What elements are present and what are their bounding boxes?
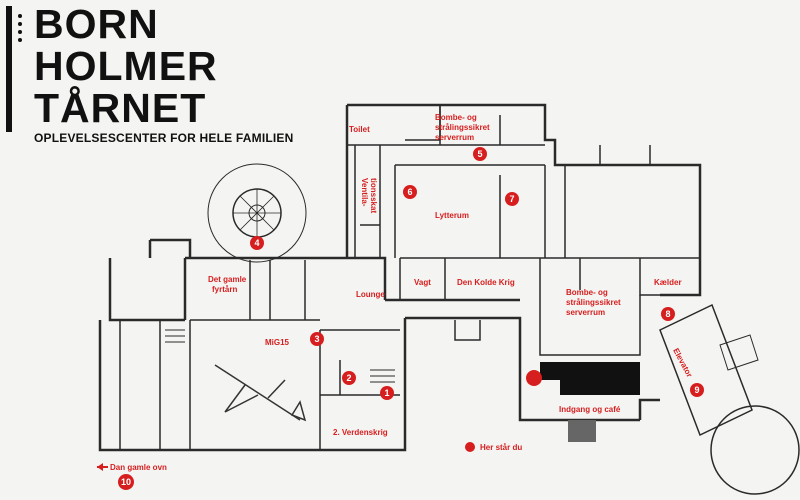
- marker-1[interactable]: 1: [380, 386, 394, 400]
- brand-bar: [6, 6, 12, 132]
- tower-ring: [710, 405, 800, 495]
- brand-dot: [18, 22, 22, 26]
- room-label-old-lighthouse-1: Det gamle: [208, 275, 247, 284]
- old-oven-label: Dan gamle ovn: [110, 463, 167, 472]
- brand-title-line-1: BORN: [34, 1, 159, 47]
- room-label-lounge: Lounge: [356, 290, 385, 299]
- entrance-wall: [540, 362, 640, 395]
- marker-6[interactable]: 6: [403, 185, 417, 199]
- you-are-here-marker: [465, 442, 475, 452]
- entrance-marker: [526, 370, 542, 386]
- marker-3[interactable]: 3: [310, 332, 324, 346]
- lighthouse-outer-ring: [207, 163, 307, 263]
- room-label-ventilation-1: Ventila-: [360, 178, 369, 207]
- brand-title-line-2: HOLMER: [34, 43, 218, 89]
- room-label-shelter-top-3: serverrum: [435, 133, 474, 142]
- interior-walls: [119, 105, 700, 450]
- room-label-old-lighthouse-2: fyrtårn: [212, 285, 237, 294]
- you-are-here-label: Her står du: [480, 443, 522, 452]
- brand-dot: [18, 38, 22, 42]
- marker-10[interactable]: 10: [118, 474, 134, 490]
- svg-text:7: 7: [509, 194, 514, 204]
- room-label-cold-war: Den Kolde Krig: [457, 278, 515, 287]
- marker-4[interactable]: 4: [250, 236, 264, 250]
- room-label-shelter-mid-1: Bombe- og: [566, 288, 608, 297]
- room-label-vagt: Vagt: [414, 278, 431, 287]
- svg-text:9: 9: [694, 385, 699, 395]
- marker-8[interactable]: 8: [661, 307, 675, 321]
- room-label-ww2: 2. Verdenskrig: [333, 428, 388, 437]
- room-label-shelter-mid-3: serverrum: [566, 308, 605, 317]
- svg-text:2: 2: [346, 373, 351, 383]
- room-label-ventilation-2: tionsskat: [369, 178, 378, 213]
- elevator-shaft: [659, 303, 753, 437]
- stairs: [165, 329, 185, 343]
- room-label-lytterum: Lytterum: [435, 211, 469, 220]
- marker-7[interactable]: 7: [505, 192, 519, 206]
- room-label-shelter-mid-2: strålingssikret: [566, 298, 621, 307]
- svg-text:8: 8: [665, 309, 670, 319]
- marker-9[interactable]: 9: [690, 383, 704, 397]
- svg-text:4: 4: [254, 238, 259, 248]
- tower-annex: [719, 334, 759, 371]
- marker-5[interactable]: 5: [473, 147, 487, 161]
- brand-dot: [18, 14, 22, 18]
- room-label-toilet: Toilet: [349, 125, 370, 134]
- marker-2[interactable]: 2: [342, 371, 356, 385]
- room-label-shelter-top-1: Bombe- og: [435, 113, 477, 122]
- brand-subtitle: OPLEVELSESCENTER FOR HELE FAMILIEN: [34, 131, 294, 145]
- room-label-cellar: Kælder: [654, 278, 682, 287]
- mig15-aircraft-icon: [214, 364, 307, 422]
- room-label-elevator: Elevator: [671, 347, 694, 379]
- svg-text:6: 6: [407, 187, 412, 197]
- svg-text:5: 5: [477, 149, 482, 159]
- brand-title-line-3: TÅRNET: [34, 85, 207, 131]
- svg-text:1: 1: [384, 388, 389, 398]
- stairs: [370, 369, 395, 383]
- stair-steps: [233, 189, 281, 237]
- brand-dot: [18, 30, 22, 34]
- svg-text:3: 3: [314, 334, 319, 344]
- svg-text:10: 10: [121, 477, 131, 487]
- room-label-mig15: MiG15: [265, 338, 290, 347]
- arrow-left-icon: [97, 463, 103, 471]
- entrance-step: [568, 420, 596, 442]
- room-label-shelter-top-2: strålingssikret: [435, 123, 490, 132]
- room-label-entrance-cafe: Indgang og café: [559, 405, 621, 414]
